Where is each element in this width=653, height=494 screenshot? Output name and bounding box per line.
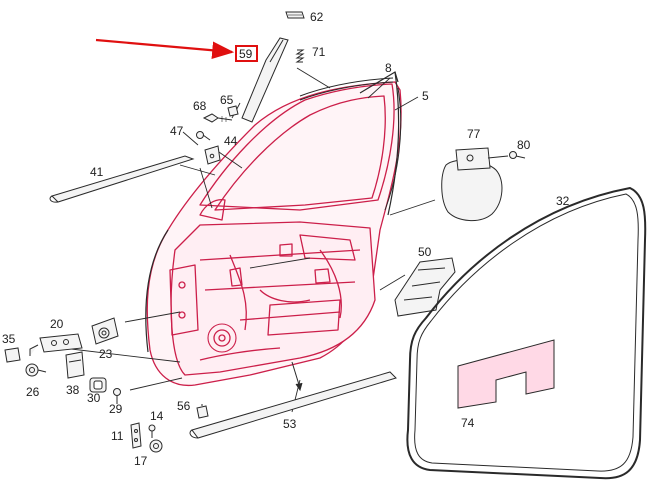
callout-17[interactable]: 17	[134, 454, 148, 468]
callout-62[interactable]: 62	[310, 10, 324, 24]
callout-53[interactable]: 53	[283, 417, 297, 431]
bolt-part-47	[196, 131, 211, 141]
callout-56[interactable]: 56	[177, 399, 191, 413]
sill-moulding-part-53	[189, 371, 397, 439]
callout-11[interactable]: 11	[111, 429, 124, 443]
callout-47[interactable]: 47	[170, 124, 184, 138]
bolt-part-17	[149, 439, 163, 453]
callout-35[interactable]: 35	[2, 332, 16, 346]
callout-41[interactable]: 41	[90, 165, 104, 179]
callout-50[interactable]: 50	[418, 245, 432, 259]
part-labels: 62 59 71 8 5 68 65 47 44 77 80 41 32 50 …	[2, 10, 570, 468]
nut-part-26	[25, 363, 47, 377]
callout-59[interactable]: 59	[239, 47, 253, 61]
pillar-trim-part-59	[241, 37, 289, 123]
screw-part-14	[148, 424, 156, 438]
callout-30[interactable]: 30	[87, 391, 101, 405]
callout-80[interactable]: 80	[517, 138, 531, 152]
window-seals-8-5	[299, 77, 402, 211]
beltline-moulding-part-41	[49, 155, 195, 203]
callout-20[interactable]: 20	[50, 317, 64, 331]
lock-part-20	[29, 333, 83, 356]
callout-74[interactable]: 74	[461, 416, 475, 430]
callout-14[interactable]: 14	[150, 409, 164, 423]
bracket-part-11	[130, 422, 142, 449]
sill-arrow	[291, 361, 303, 392]
handle-part-23	[91, 317, 119, 345]
gasket-part-30	[89, 377, 107, 393]
callout-23[interactable]: 23	[99, 347, 113, 361]
door-shell	[146, 81, 402, 387]
bracket-part-44	[204, 145, 221, 165]
callout-68[interactable]: 68	[193, 99, 207, 113]
spring-part-71	[295, 49, 305, 63]
callout-77[interactable]: 77	[467, 127, 481, 141]
callout-71[interactable]: 71	[312, 45, 326, 59]
screw-part-29	[113, 388, 121, 404]
callout-65[interactable]: 65	[220, 93, 234, 107]
clip-part-62	[285, 11, 305, 19]
cover-part-77	[441, 147, 509, 221]
callout-38[interactable]: 38	[66, 383, 80, 397]
callout-32[interactable]: 32	[556, 194, 570, 208]
callout-8[interactable]: 8	[385, 61, 392, 75]
callout-26[interactable]: 26	[26, 385, 40, 399]
screw-part-80	[509, 151, 526, 159]
cover-part-38	[65, 351, 85, 379]
callout-44[interactable]: 44	[224, 134, 238, 148]
foam-sheet-part-74	[457, 339, 555, 409]
callout-5[interactable]: 5	[422, 89, 429, 103]
bracket-part-50	[394, 257, 456, 317]
pointer-arrow	[95, 38, 235, 60]
screw-part-68	[202, 113, 233, 123]
plug-part-56	[196, 404, 209, 419]
cap-part-35	[4, 347, 21, 363]
door-seal-part-32	[406, 186, 647, 480]
door-outer-edge	[145, 71, 400, 353]
clip-part-65	[227, 105, 239, 117]
callout-29[interactable]: 29	[109, 402, 123, 416]
highlight-box-59	[235, 45, 258, 62]
